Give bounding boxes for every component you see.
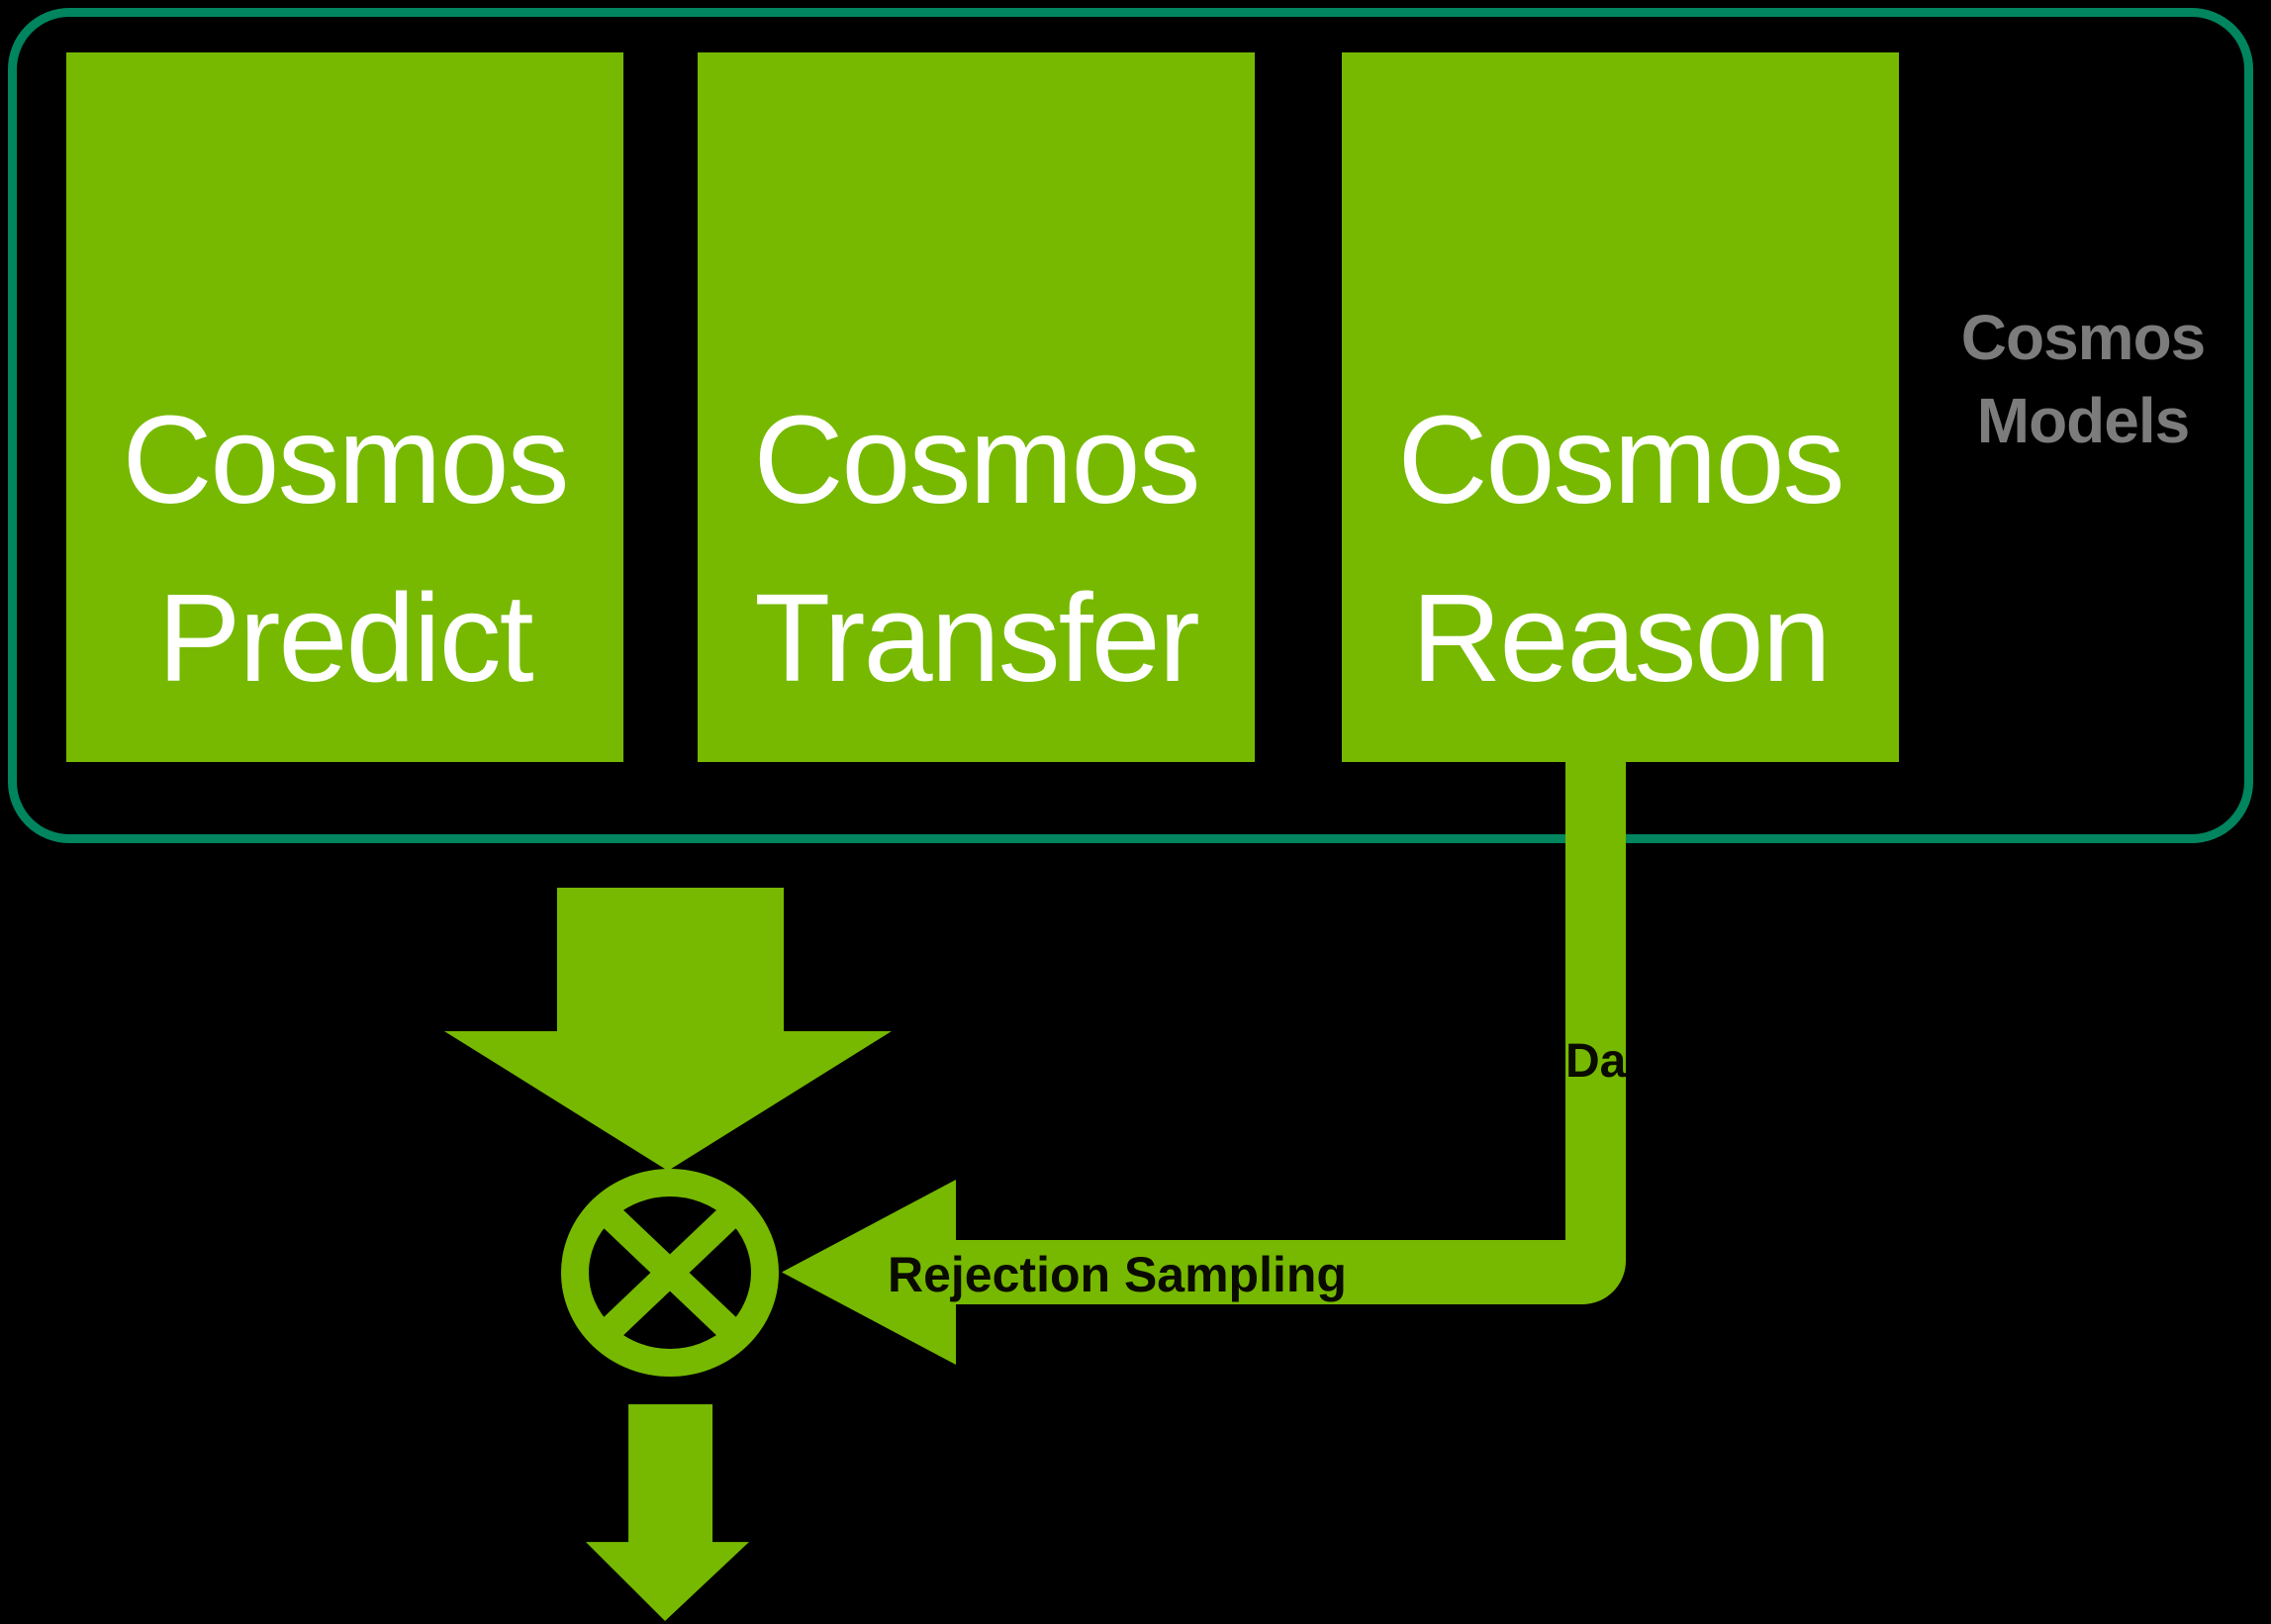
cosmos-models-caption: Cosmos Models: [1905, 296, 2261, 462]
multiply-junction-icon: [561, 1169, 779, 1377]
cosmos-reason-label: Cosmos Reason: [1342, 371, 1899, 727]
caption-line2: Models: [1976, 385, 2190, 456]
box-label-line2: Reason: [1411, 568, 1831, 708]
data-flow-line: Dat: [1565, 762, 1626, 1304]
cosmos-predict-label: Cosmos Predict: [66, 371, 623, 727]
rejection-sampling-line: [940, 1240, 1583, 1304]
models-group-border: [8, 8, 2253, 843]
box-label-line1: Cosmos: [753, 390, 1200, 529]
box-label-line2: Predict: [157, 568, 533, 708]
box-label-line1: Cosmos: [1397, 390, 1845, 529]
rejection-sampling-label: Rejection Sampling: [888, 1247, 1347, 1302]
cosmos-predict-box: Cosmos Predict: [66, 52, 623, 762]
box-label-line1: Cosmos: [122, 390, 569, 529]
data-label: Dat: [1565, 1035, 1626, 1088]
caption-line1: Cosmos: [1960, 302, 2207, 373]
small-down-arrow-icon: [586, 1404, 749, 1621]
cosmos-transfer-label: Cosmos Transfer: [698, 371, 1255, 727]
big-down-arrow-icon: [444, 888, 892, 1171]
cosmos-reason-box: Cosmos Reason: [1342, 52, 1899, 762]
box-label-line2: Transfer: [754, 568, 1199, 708]
cosmos-transfer-box: Cosmos Transfer: [698, 52, 1255, 762]
